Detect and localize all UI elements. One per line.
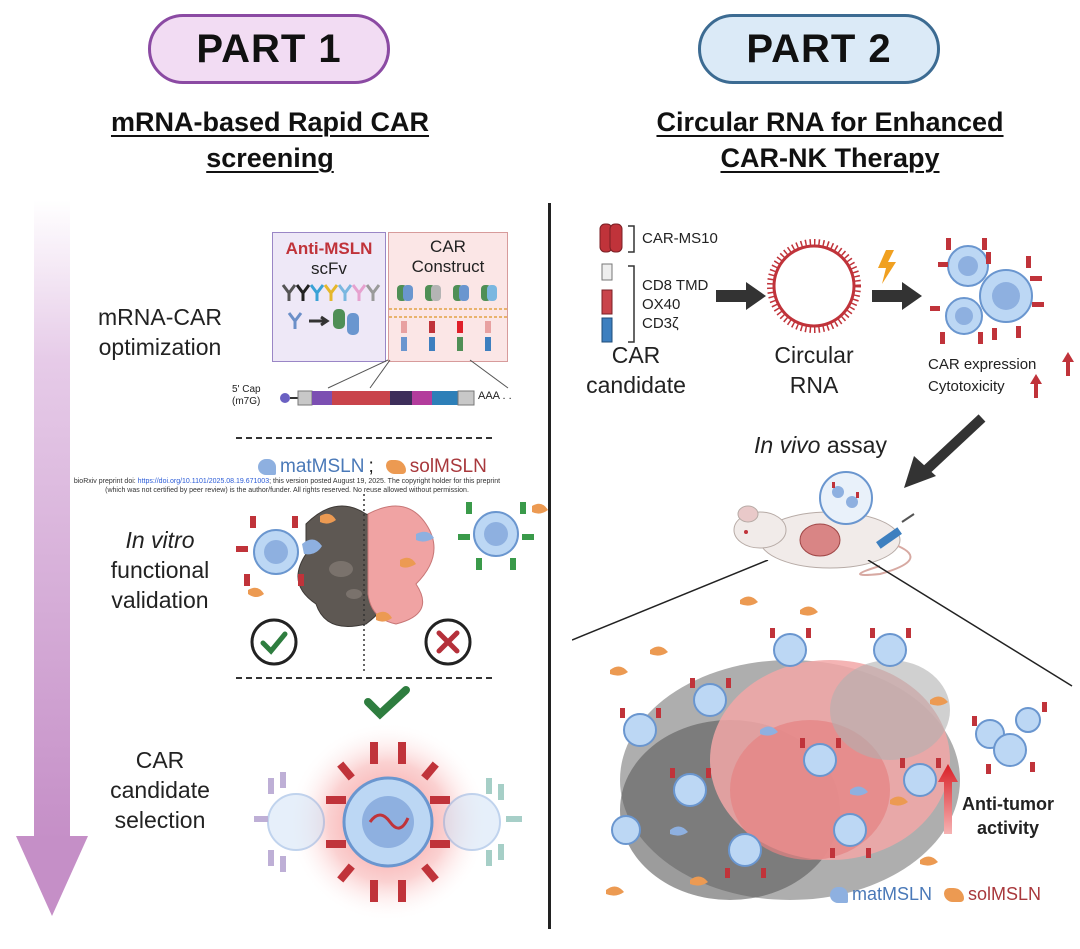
domain-cd3z: CD3ζ	[642, 315, 679, 332]
part1-badge: PART 1	[148, 14, 390, 84]
legend2-matmsln: matMSLN	[852, 884, 933, 904]
car-construct-box: CAR Construct	[388, 232, 508, 362]
domain-cd8-tmd: CD8 TMD	[642, 277, 709, 294]
step-validation-line2: functional	[110, 557, 210, 583]
scfv-title-black: scFv	[311, 259, 347, 278]
car-constructs-icon	[389, 285, 507, 351]
solmsln-swatch-icon	[385, 460, 406, 474]
in-vivo-label: In vivo assay	[754, 432, 887, 459]
part1-badge-label: PART 1	[196, 26, 342, 71]
candidate-cells-illustration	[254, 722, 522, 922]
mrna-cap-line1: 5' Cap	[232, 384, 261, 395]
legend-matmsln: matMSLN	[280, 456, 365, 477]
step-validation: In vitro functional validation	[70, 525, 250, 615]
part1-legend: matMSLN ; solMSLN	[258, 456, 487, 478]
arrow-icon-2	[872, 282, 922, 310]
mrna-strand-icon	[280, 359, 509, 406]
car-expression-label: CAR expression	[928, 356, 1037, 373]
circular-rna-line2: RNA	[789, 372, 839, 398]
step-optimization-line1: mRNA-CAR	[98, 304, 222, 330]
car-nk-cell-right	[458, 502, 548, 570]
step-selection-line1: CAR	[135, 747, 185, 773]
red-up-arrow-icon	[938, 764, 958, 834]
car-nk-cluster-icon	[930, 238, 1044, 344]
car-nk-cell-left	[236, 516, 322, 586]
syringe-icon	[876, 513, 915, 549]
solmsln-swatch-icon-2	[944, 887, 965, 902]
big-arrow-icon	[904, 414, 986, 488]
step-optimization-line2: optimization	[98, 334, 222, 360]
car-domain-schematic-icon	[599, 223, 635, 343]
step-selection: CAR candidate selection	[70, 745, 250, 835]
tumor-microenvironment-illustration	[606, 596, 1047, 900]
part2-title: Circular RNA for Enhanced CAR-NK Therapy	[620, 104, 1040, 176]
mrna-cap-line2: (m7G)	[232, 396, 261, 407]
construct-title-line1: CAR	[430, 237, 466, 256]
construct-title-line2: Construct	[411, 257, 485, 276]
cross-icon	[424, 618, 472, 666]
arrow-icon	[716, 282, 766, 310]
progress-arrow-icon	[16, 200, 88, 916]
mrna-polya-label: AAA . .	[478, 390, 512, 402]
car-candidate-label: CAR candidate	[576, 340, 696, 400]
legend2-solmsln: solMSLN	[968, 884, 1042, 904]
legend-solmsln: solMSLN	[409, 456, 487, 477]
circular-rna-icon	[767, 239, 861, 333]
lightning-icon	[878, 250, 896, 284]
part2-badge-label: PART 2	[746, 26, 892, 71]
scfv-title-red: Anti-MSLN	[285, 239, 373, 258]
part2-badge: PART 2	[698, 14, 940, 84]
scfv-antibodies-icon	[281, 284, 381, 335]
domain-ox40: OX40	[642, 296, 681, 313]
matmsln-swatch-icon-2	[830, 886, 848, 903]
domain-ms10: CAR-MS10	[642, 230, 718, 247]
in-vivo-italic: In vivo	[754, 432, 821, 458]
part2-title-line2: CAR-NK Therapy	[720, 143, 940, 173]
preprint-line2: (which was not certified by peer review)…	[105, 487, 469, 494]
part2-legend: matMSLN solMSLN	[830, 884, 1041, 905]
circular-rna-label: Circular RNA	[756, 340, 872, 400]
in-vivo-rest: assay	[820, 432, 887, 458]
step-optimization: mRNA-CAR optimization	[70, 302, 250, 362]
part1-title-line1: mRNA-based Rapid CAR	[110, 107, 430, 137]
preprint-notice: bioRxiv preprint doi: https://doi.org/10…	[52, 477, 522, 495]
candidate-cell-right	[443, 778, 522, 866]
selection-check-icon	[364, 686, 410, 720]
candidate-cell-center	[326, 742, 450, 902]
part1-title-line2: screening	[206, 143, 334, 173]
preprint-doi-link[interactable]: https://doi.org/10.1101/2025.08.19.67100…	[137, 478, 270, 485]
step-selection-line3: selection	[114, 807, 206, 833]
part2-title-line1: Circular RNA for Enhanced	[656, 107, 1004, 137]
dashed-separator-1	[236, 437, 492, 439]
zoom-lines	[572, 560, 1073, 687]
step-selection-line2: candidate	[110, 777, 210, 803]
mrna-cap-label: 5' Cap (m7G)	[232, 384, 292, 408]
panel-divider	[548, 203, 551, 929]
up-arrow-icon-2	[1030, 374, 1042, 398]
legend-separator: ;	[368, 456, 374, 477]
car-candidate-line1: CAR	[611, 342, 661, 368]
anti-tumor-line1: Anti-tumor	[962, 794, 1054, 814]
up-arrow-icon	[1062, 352, 1074, 376]
cytotoxicity-label: Cytotoxicity	[928, 378, 1005, 395]
candidate-cell-left	[254, 772, 325, 872]
domain-list: CD8 TMD OX40 CD3ζ	[642, 276, 708, 333]
mouse-icon	[733, 471, 915, 576]
car-candidate-line2: candidate	[586, 372, 686, 398]
preprint-prefix: bioRxiv preprint doi:	[73, 478, 138, 485]
part1-title: mRNA-based Rapid CAR screening	[70, 104, 470, 176]
anti-tumor-label: Anti-tumor activity	[962, 792, 1054, 840]
step-validation-line3: validation	[111, 587, 209, 613]
preprint-suffix: ; this version posted August 19, 2025. T…	[269, 478, 501, 485]
in-vitro-illustration	[236, 494, 548, 674]
check-icon	[250, 618, 298, 666]
circular-rna-line1: Circular	[774, 342, 854, 368]
anti-tumor-line2: activity	[976, 818, 1040, 838]
scfv-box: Anti-MSLN scFv	[272, 232, 386, 362]
step-validation-line1: In vitro	[125, 527, 195, 553]
matmsln-swatch-icon	[258, 459, 276, 475]
dashed-separator-2	[236, 677, 492, 679]
